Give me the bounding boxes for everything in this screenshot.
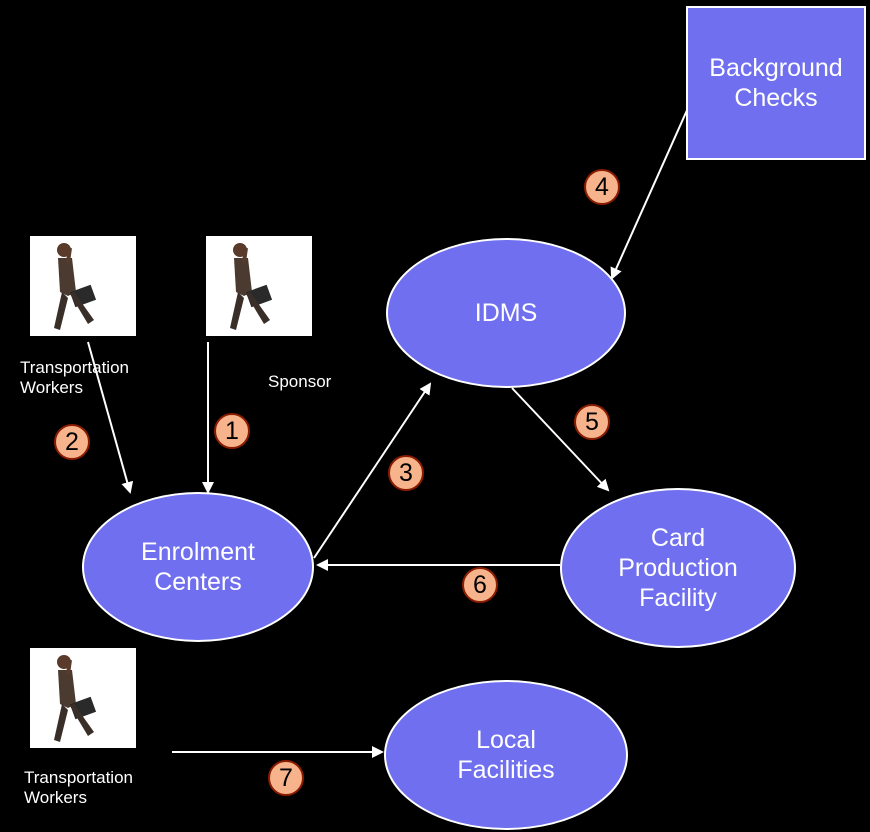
enrolment-centers-node: Enrolment Centers	[82, 492, 314, 642]
transportation-workers-bottom-label: Transportation Workers	[24, 768, 133, 808]
step-badge-3: 3	[388, 455, 424, 491]
card-production-facility-node: Card Production Facility	[560, 488, 796, 648]
edge-enrolment-to-idms	[313, 382, 432, 559]
step-badge-1: 1	[214, 413, 250, 449]
walking-businessman-icon	[206, 236, 312, 336]
sponsor-label: Sponsor	[268, 372, 332, 391]
local-facilities-node: Local Facilities	[384, 680, 628, 830]
idms-node: IDMS	[386, 238, 626, 388]
walking-businessman-icon	[30, 236, 136, 336]
edge-idms-to-card-production	[511, 387, 610, 492]
step-badge-6: 6	[462, 567, 498, 603]
edge-background-to-idms	[610, 107, 689, 280]
step-badge-7: 7	[268, 760, 304, 796]
background-checks-node: Background Checks	[686, 6, 866, 160]
step-badge-2: 2	[54, 424, 90, 460]
edge-workers-to-enrolment	[87, 341, 134, 494]
step-badge-5: 5	[574, 404, 610, 440]
transportation-workers-top-label: Transportation Workers	[20, 358, 129, 398]
step-badge-4: 4	[584, 169, 620, 205]
walking-businessman-icon	[30, 648, 136, 748]
